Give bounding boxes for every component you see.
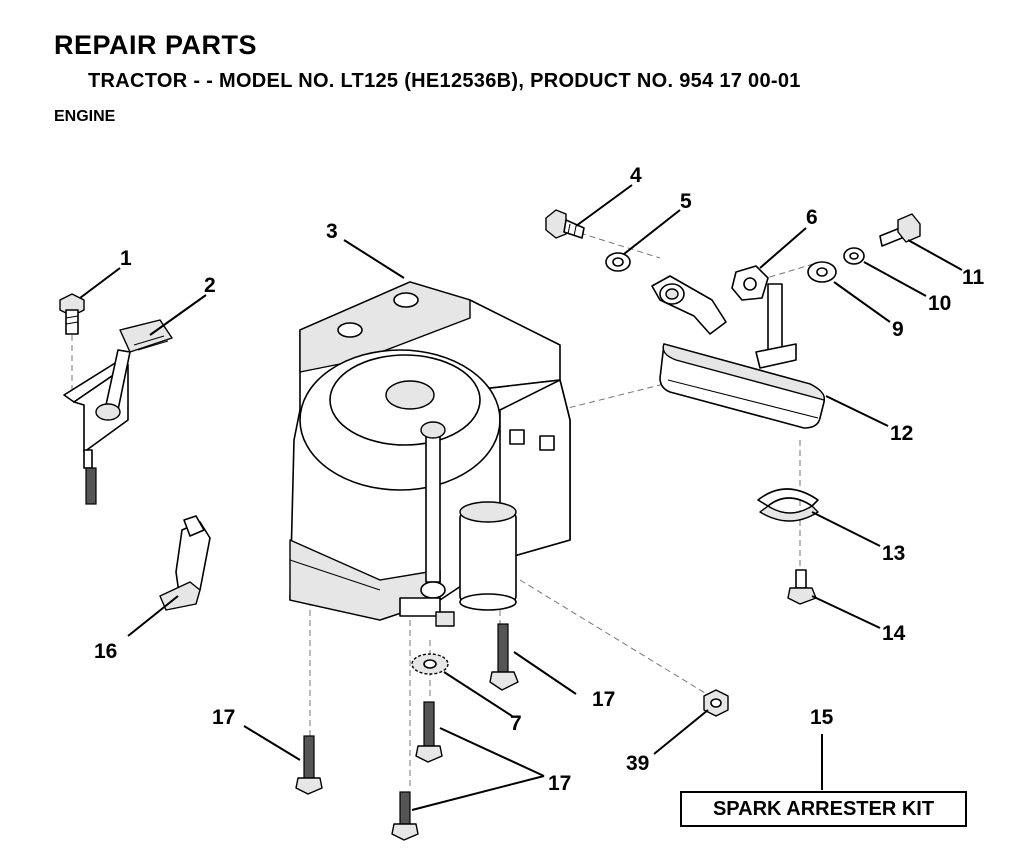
part-6-gasket (731, 265, 769, 301)
part-17-bolt-c (415, 701, 443, 763)
model-subtitle: TRACTOR - - MODEL NO. LT125 (HE12536B), … (88, 70, 801, 92)
callout-7: 7 (510, 712, 522, 735)
callout-1: 1 (120, 247, 132, 270)
callout-16: 16 (94, 640, 117, 663)
spark-arrester-kit-label: SPARK ARRESTER KIT (680, 791, 967, 827)
part-39-nut (703, 689, 729, 717)
part-11-bolt (879, 213, 921, 247)
callout-4: 4 (630, 164, 642, 187)
part-14-screw (787, 569, 817, 605)
callout-12: 12 (890, 422, 913, 445)
part-16-bracket (159, 515, 211, 611)
part-13-heat-shield (757, 488, 819, 522)
callout-3: 3 (326, 220, 338, 243)
page-title: REPAIR PARTS (54, 30, 258, 60)
part-12-muffler (659, 343, 826, 429)
part-2-throttle-bracket (63, 319, 173, 505)
part-5-washer (605, 252, 631, 272)
part-10-lock-washer (843, 247, 865, 265)
part-4-bolt (545, 209, 585, 239)
callout-5: 5 (680, 190, 692, 213)
part-9-washer (807, 261, 837, 283)
part-17-bolt-d (391, 791, 419, 841)
leader-lines (79, 184, 963, 811)
part-1-bolt (59, 293, 85, 335)
callout-numbers: 1 2 3 4 5 6 11 10 9 12 13 14 16 17 7 17 … (94, 164, 985, 795)
part-17-bolt-b (295, 735, 323, 795)
part-3-engine (289, 281, 571, 627)
callout-17-upper: 17 (592, 688, 615, 711)
callout-39: 39 (626, 752, 649, 775)
callout-17-left: 17 (212, 706, 235, 729)
callout-14: 14 (882, 622, 906, 645)
callout-10: 10 (928, 292, 951, 315)
callout-15: 15 (810, 706, 834, 729)
callout-17-lower: 17 (548, 772, 571, 795)
callout-13: 13 (882, 542, 905, 565)
part-7-star-washer (411, 653, 449, 675)
muffler-pipe (651, 275, 797, 369)
callout-6: 6 (806, 206, 818, 229)
section-label: ENGINE (54, 108, 116, 125)
part-17-bolt-a (489, 623, 519, 691)
callout-11: 11 (962, 266, 985, 289)
callout-2: 2 (204, 274, 216, 297)
callout-9: 9 (892, 318, 904, 341)
